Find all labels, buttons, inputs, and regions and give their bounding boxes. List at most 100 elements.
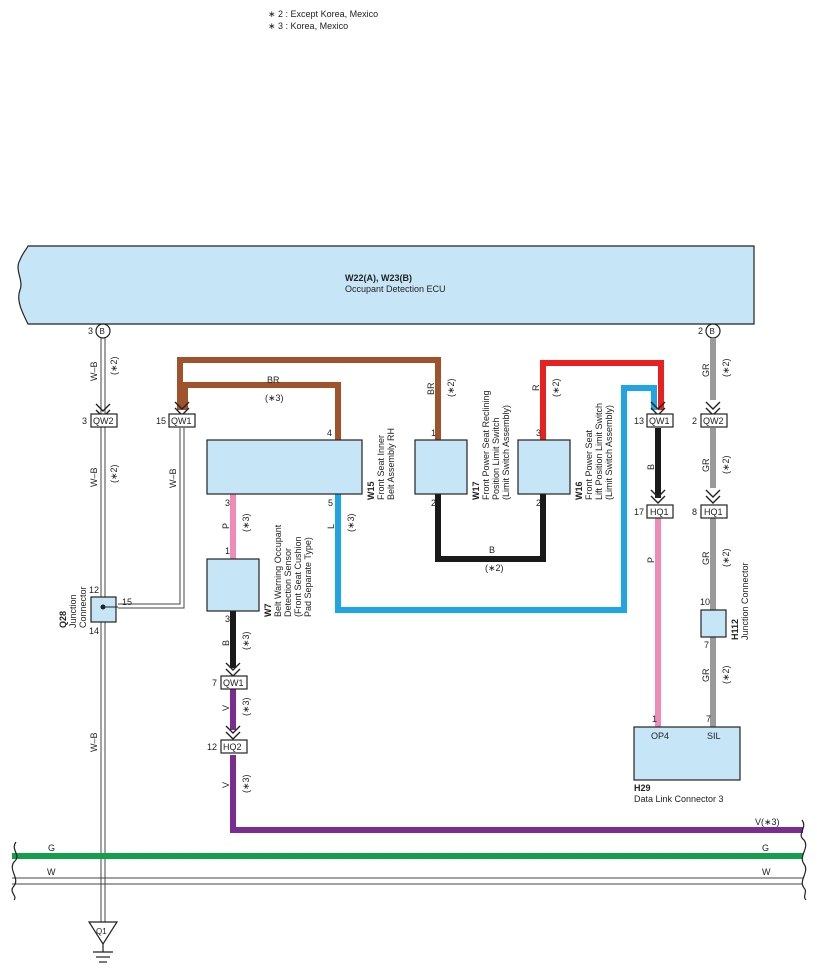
label-gr-4: GR	[701, 668, 711, 682]
ecu-pin-left	[95, 323, 111, 339]
label-b-right: B	[646, 464, 656, 470]
h29-sil: SIL	[707, 731, 721, 741]
connector-qw1-right-label: QW1	[649, 416, 670, 426]
bus-break-marks	[11, 819, 807, 901]
connector-hq1-right: HQ1 8	[692, 504, 728, 519]
component-h29	[633, 726, 741, 781]
label-s3-2: (∗3)	[241, 513, 251, 532]
w16-pin-2: 2	[536, 498, 541, 508]
label-s2-9: (∗2)	[485, 563, 504, 573]
label-s2-2: (∗2)	[109, 464, 119, 483]
label-v-2: V	[221, 782, 231, 788]
ecu-pin-right-letter: B	[710, 327, 715, 336]
w15-line2: Belt Assembly RH	[386, 428, 396, 500]
connector-qw1-right-pin: 13	[634, 416, 644, 426]
label-br-1: BR	[267, 375, 280, 385]
wire-br-outer	[177, 357, 441, 440]
label-s2-8: (∗2)	[721, 665, 731, 684]
connector-hq2-pin: 12	[207, 742, 217, 752]
component-w7	[206, 558, 260, 612]
h112-line1: Junction Connector	[740, 562, 750, 640]
w16-line2: Lift Position Limit Switch	[594, 403, 604, 500]
w7-label-group: W7 Belt Warning Occupant Detection Senso…	[263, 524, 313, 617]
label-l: L	[326, 524, 336, 529]
wire-v-bus	[230, 755, 803, 833]
label-w-right: W	[762, 867, 771, 877]
w7-line2: Detection Sensor	[283, 548, 293, 617]
label-v3-bus: V(∗3)	[755, 817, 780, 827]
connector-qw2-left-label: QW2	[93, 416, 114, 426]
q28-id: Q28	[58, 611, 68, 628]
w7-id: W7	[263, 604, 273, 618]
w16-label-group: W16 Front Power Seat Lift Position Limit…	[574, 403, 614, 500]
w7-line1: Belt Warning Occupant	[273, 524, 283, 617]
w15-pin-5: 5	[328, 498, 333, 508]
w15-pin-3: 3	[225, 498, 230, 508]
connector-qw1-mid: QW1 7	[212, 675, 248, 690]
w17-pin-2: 2	[431, 498, 436, 508]
component-h112	[700, 609, 727, 638]
component-w16	[517, 439, 571, 495]
label-s3-1: (∗3)	[265, 393, 284, 403]
connector-hq2-label: HQ2	[223, 742, 242, 752]
connector-hq1-mid: HQ1 17	[634, 504, 674, 519]
w17-line3: (Limit Switch Assembly)	[501, 405, 511, 500]
label-br-2: BR	[426, 382, 436, 395]
connector-hq2: HQ2 12	[207, 739, 248, 754]
connector-qw1-left-pin: 15	[156, 416, 166, 426]
w15-label-group: W15 Front Seat Inner Belt Assembly RH	[366, 428, 396, 500]
label-wb-4: W–B	[89, 732, 99, 752]
label-s2-3: (∗2)	[446, 378, 456, 397]
connector-hq1-right-label: HQ1	[704, 507, 723, 517]
label-p-left: P	[221, 523, 231, 529]
wire-wb-left	[100, 338, 106, 925]
label-s3-5: (∗3)	[241, 697, 251, 716]
h29-op4: OP4	[651, 731, 669, 741]
label-wb-2: W–B	[89, 467, 99, 487]
ecu-pin-right-num: 2	[698, 326, 703, 336]
label-wb-3: W–B	[168, 468, 178, 488]
ground-q1: Q1	[87, 921, 119, 963]
w7-line3: (Front Seat Cushion	[293, 536, 303, 617]
connector-qw1-left-label: QW1	[171, 416, 192, 426]
w17-line2: Position Limit Switch	[491, 417, 501, 500]
label-b-w7: B	[221, 640, 231, 646]
label-s2-6: (∗2)	[721, 455, 731, 474]
ecu-id: W22(A), W23(B)	[345, 273, 412, 283]
component-w15	[206, 439, 363, 495]
connector-hq1-mid-pin: 17	[634, 507, 644, 517]
w17-line1: Front Power Seat Reclining	[481, 390, 491, 500]
w16-line3: (Limit Switch Assembly)	[604, 405, 614, 500]
connector-qw1-right: QW1 13	[634, 413, 674, 428]
label-gr-3: GR	[701, 551, 711, 565]
label-w-left: W	[47, 867, 56, 877]
connector-qw2-right-label: QW2	[703, 416, 724, 426]
connector-qw1-left: QW1 15	[156, 413, 196, 428]
w15-pin-4: 4	[327, 428, 332, 438]
w17-pin-1: 1	[431, 428, 436, 438]
wire-br-inner	[182, 382, 341, 440]
w16-id: W16	[574, 481, 584, 500]
label-g-left: G	[48, 843, 55, 853]
w7-pin-3: 3	[225, 614, 230, 624]
wire-r	[540, 360, 664, 440]
ecu-box	[17, 245, 755, 325]
w16-pin-3: 3	[536, 428, 541, 438]
connector-qw2-left: QW2 3	[82, 413, 118, 428]
q28-pin-12: 12	[89, 585, 99, 595]
connector-qw2-right: QW2 2	[692, 413, 728, 428]
q28-label-group: Q28 Junction Connector	[58, 586, 88, 628]
ecu-name: Occupant Detection ECU	[345, 284, 446, 294]
label-v-1: V	[221, 705, 231, 711]
wire-w-bus	[12, 877, 803, 885]
connector-qw1-mid-pin: 7	[212, 678, 217, 688]
component-w17	[414, 439, 468, 495]
wire-l	[335, 385, 657, 613]
ecu-pin-left-letter: B	[100, 327, 105, 336]
label-b-bottom: B	[489, 545, 495, 555]
w17-id: W17	[471, 481, 481, 500]
ground-q1-label: Q1	[96, 927, 107, 936]
connector-qw1-mid-label: QW1	[223, 678, 244, 688]
label-r: R	[531, 384, 541, 391]
